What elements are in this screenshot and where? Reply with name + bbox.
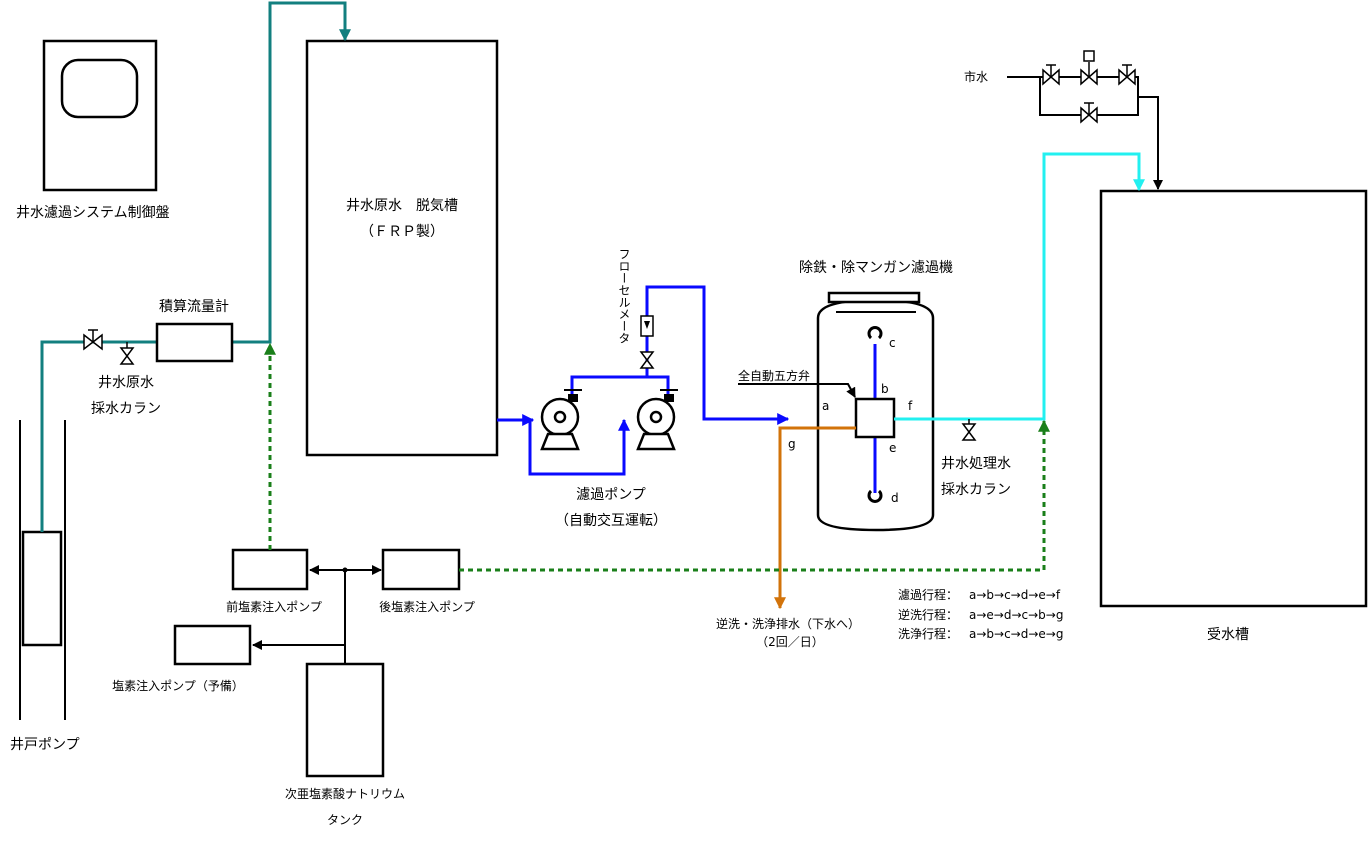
flowmeter bbox=[155, 322, 234, 363]
city-water-line bbox=[1007, 76, 1163, 190]
process-filter-name: 濾過行程： bbox=[898, 587, 958, 602]
pre-chlorine-pump bbox=[231, 548, 309, 591]
post-chlorine-pump bbox=[381, 548, 461, 591]
pre-chlorine-pump-label: 前塩素注入ポンプ bbox=[226, 599, 322, 614]
filter-pump-1 bbox=[540, 389, 582, 451]
flowcell-meter-label: フローセルメータ bbox=[617, 248, 631, 344]
treated-water-tap-icon bbox=[961, 419, 977, 441]
drain-line bbox=[774, 426, 856, 610]
chemical-supply-lines bbox=[252, 565, 382, 664]
port-d: d bbox=[891, 491, 899, 505]
process-rinse-seq: a→b→c→d→e→g bbox=[969, 627, 1063, 641]
city-valve-1-icon bbox=[1042, 64, 1060, 86]
upper-strainer-icon bbox=[867, 326, 883, 340]
port-a: a bbox=[822, 399, 829, 413]
process-rinse-name: 洗浄行程： bbox=[898, 626, 958, 641]
port-c: c bbox=[889, 336, 896, 350]
post-chlorine-pump-label: 後塩素注入ポンプ bbox=[379, 599, 475, 614]
raw-water-tap-label: 井水原水 bbox=[98, 375, 154, 391]
degas-tank-material: （ＦＲＰ製） bbox=[360, 224, 444, 240]
hypochlorite-tank bbox=[305, 662, 385, 778]
five-way-valve-leader bbox=[738, 383, 856, 398]
raw-water-line bbox=[40, 1, 345, 532]
flowcell-meter-icon bbox=[639, 315, 655, 369]
process-backwash-name: 逆洗行程： bbox=[898, 607, 958, 622]
filter-machine-label: 除鉄・除マンガン濾過機 bbox=[799, 260, 953, 276]
degas-tank-label: 井水原水 脱気槽 bbox=[346, 198, 458, 214]
filter-discharge-line bbox=[570, 375, 670, 394]
port-g: g bbox=[788, 437, 796, 451]
well-pump-label: 井戸ポンプ bbox=[10, 737, 80, 753]
treated-water-tap-label-2: 採水カラン bbox=[941, 482, 1011, 498]
port-e: e bbox=[889, 441, 896, 455]
degas-tank bbox=[305, 39, 499, 457]
port-f: f bbox=[908, 399, 913, 413]
raw-water-tap-icon bbox=[119, 342, 135, 365]
process-list: 濾過行程： a→b→c→d→e→f 逆洗行程： a→e→d→c→b→g 洗浄行程… bbox=[898, 587, 1063, 641]
hypochlorite-tank-label-2: タンク bbox=[327, 813, 363, 827]
city-motor-valve-icon bbox=[1080, 50, 1098, 86]
flowmeter-label: 積算流量計 bbox=[159, 299, 229, 315]
lower-strainer-icon bbox=[867, 489, 883, 503]
hypochlorite-tank-label: 次亜塩素酸ナトリウム bbox=[285, 786, 405, 801]
well bbox=[19, 420, 66, 720]
filter-bypass-line bbox=[528, 418, 630, 476]
filter-pump-mode-label: （自動交互運転） bbox=[555, 512, 667, 529]
control-panel bbox=[42, 39, 158, 192]
treated-water-tap-label: 井水処理水 bbox=[941, 456, 1011, 472]
raw-line-valve-icon bbox=[83, 329, 103, 351]
drain-frequency-label: （2回／日） bbox=[756, 635, 824, 649]
well-pump bbox=[21, 530, 63, 647]
treated-water-line bbox=[894, 152, 1145, 421]
city-valve-2-icon bbox=[1118, 64, 1136, 86]
five-way-valve bbox=[854, 397, 896, 439]
port-b: b bbox=[881, 382, 889, 396]
spare-chlorine-pump-label: 塩素注入ポンプ（予備） bbox=[112, 678, 244, 693]
spare-chlorine-pump bbox=[173, 624, 252, 666]
filter-pump-2 bbox=[636, 389, 678, 451]
drain-label: 逆洗・洗浄排水（下水へ） bbox=[716, 616, 860, 631]
five-way-valve-label: 全自動五方弁 bbox=[738, 368, 810, 383]
city-bypass-valve-icon bbox=[1080, 102, 1098, 124]
filter-pump-label: 濾過ポンプ bbox=[576, 487, 646, 503]
process-filter-seq: a→b→c→d→e→f bbox=[969, 588, 1061, 602]
city-water-label: 市水 bbox=[964, 69, 988, 84]
receiving-tank bbox=[1099, 189, 1368, 608]
process-backwash-seq: a→e→d→c→b→g bbox=[969, 608, 1063, 622]
post-chlorine-line bbox=[459, 419, 1050, 572]
raw-water-tap-label-2: 採水カラン bbox=[91, 401, 161, 417]
receiving-tank-label: 受水槽 bbox=[1207, 627, 1249, 643]
control-panel-label: 井水濾過システム制御盤 bbox=[16, 205, 170, 221]
